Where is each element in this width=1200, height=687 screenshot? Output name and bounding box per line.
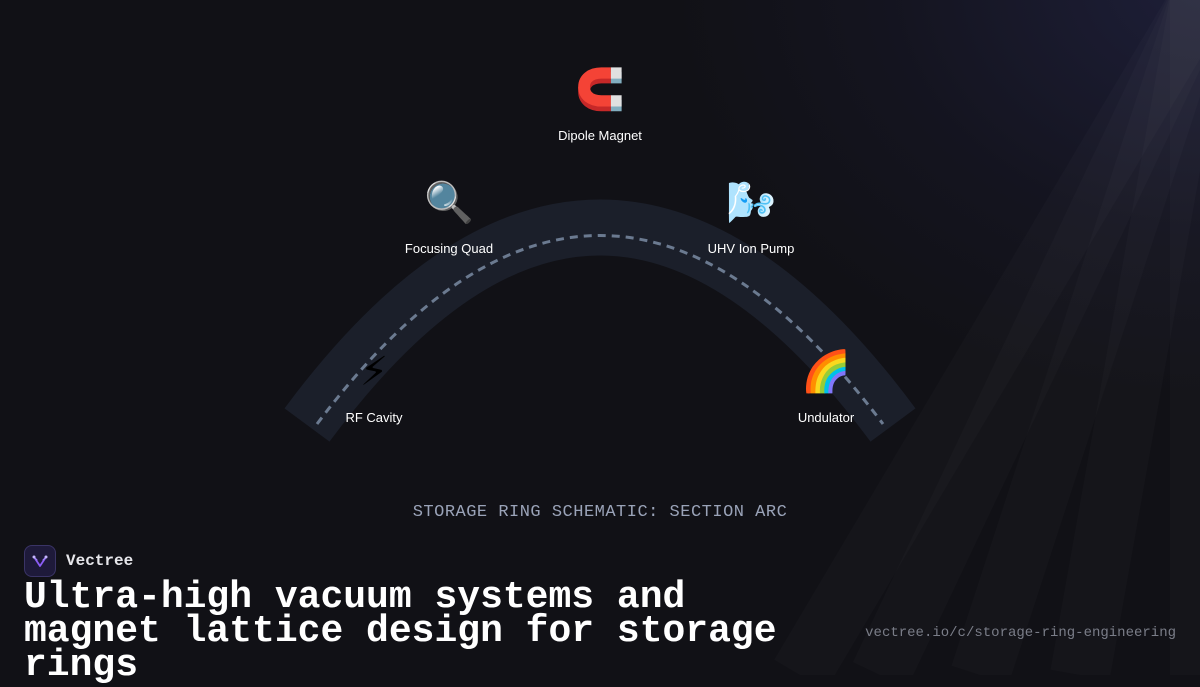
beam-path-line <box>315 234 885 425</box>
vectree-logo-icon <box>24 545 56 577</box>
node-label: Dipole Magnet <box>558 128 642 143</box>
node-uhv-ion-pump: 🌬️ UHV Ion Pump <box>681 179 821 256</box>
node-label: Undulator <box>797 410 855 425</box>
node-rf-cavity: ⚡ RF Cavity <box>304 348 444 425</box>
node-label: UHV Ion Pump <box>707 241 795 256</box>
diagram-caption: STORAGE RING SCHEMATIC: SECTION ARC <box>412 503 788 522</box>
page-title: Ultra-high vacuum systems and magnet lat… <box>24 576 777 687</box>
course-url[interactable]: vectree.io/c/storage-ring-engineering <box>865 625 1176 641</box>
lightning-icon: ⚡ <box>359 349 389 395</box>
node-label: Focusing Quad <box>404 241 494 256</box>
node-focusing-quad: 🔍 Focusing Quad <box>379 179 519 256</box>
brand[interactable]: Vectree <box>24 544 133 578</box>
wind-icon: 🌬️ <box>726 180 776 226</box>
node-dipole-magnet: 🧲 Dipole Magnet <box>530 66 670 143</box>
rainbow-icon: 🌈 <box>801 349 851 395</box>
magnifier-icon: 🔍 <box>424 180 474 226</box>
node-undulator: 🌈 Undulator <box>756 348 896 425</box>
magnet-icon: 🧲 <box>575 67 625 113</box>
ring-arc-band <box>284 199 916 442</box>
node-label: RF Cavity <box>345 410 403 425</box>
brand-name: Vectree <box>66 552 134 570</box>
